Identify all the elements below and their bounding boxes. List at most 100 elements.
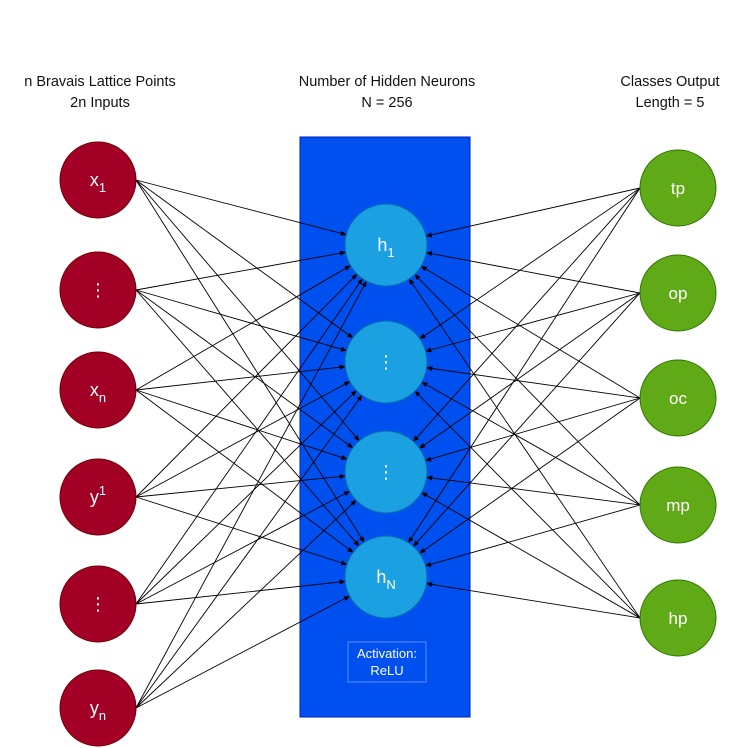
output-node-1-label: tp bbox=[671, 179, 685, 198]
connections bbox=[135, 179, 641, 709]
hidden-node-1-label: h1 bbox=[377, 235, 394, 260]
output-node-3-label: oc bbox=[669, 389, 687, 408]
edge-input-4-hidden-1 bbox=[135, 273, 358, 498]
activation-label: Activation: bbox=[357, 646, 417, 661]
edge-input-5-hidden-3 bbox=[135, 490, 351, 605]
input-node-1-label-base: x bbox=[90, 170, 99, 190]
edge-output-2-hidden-3 bbox=[418, 292, 641, 449]
input-node-1-label: x1 bbox=[90, 170, 106, 195]
input-node-4-label-base: y bbox=[90, 487, 99, 507]
input-node-2 bbox=[59, 251, 137, 329]
input-node-4-label-superscript: 1 bbox=[99, 483, 106, 498]
edge-input-4-hidden-4 bbox=[135, 496, 348, 566]
output-node-4 bbox=[639, 466, 717, 544]
output-node-2 bbox=[639, 254, 717, 332]
hidden-node-2-label: ⋮ bbox=[377, 352, 395, 372]
output-node-5-label: hp bbox=[669, 609, 688, 628]
hidden-node-2 bbox=[344, 320, 428, 404]
edge-input-5-hidden-1 bbox=[135, 278, 363, 605]
hidden-node-1-label-subscript: 1 bbox=[387, 245, 394, 260]
edge-output-3-hidden-4 bbox=[418, 397, 641, 554]
edge-output-2-hidden-1 bbox=[425, 251, 641, 294]
edge-output-3-hidden-2 bbox=[425, 366, 641, 399]
hidden-node-3-label: ⋮ bbox=[377, 462, 395, 482]
input-header-line-1: n Bravais Lattice Points bbox=[24, 74, 176, 90]
edge-input-2-hidden-2 bbox=[135, 289, 348, 352]
activation-box-border bbox=[347, 641, 427, 683]
output-header-line-1: Classes Output bbox=[620, 74, 720, 90]
input-node-6-label-subscript: n bbox=[99, 708, 106, 723]
output-node-4-label: mp bbox=[666, 496, 690, 515]
activation-box: Activation: ReLU bbox=[347, 641, 427, 683]
hidden-node-3-label-base: ⋮ bbox=[377, 462, 395, 482]
input-header-line-2: 2n Inputs bbox=[70, 95, 130, 111]
edge-input-6-hidden-3 bbox=[135, 499, 357, 709]
edge-input-3-hidden-3 bbox=[135, 389, 348, 460]
output-node-5 bbox=[639, 579, 717, 657]
hidden-node-4 bbox=[344, 535, 428, 619]
edge-output-3-hidden-1 bbox=[420, 265, 641, 399]
output-layer-header: Classes Output Length = 5 bbox=[600, 72, 740, 114]
edge-output-3-hidden-3 bbox=[424, 397, 641, 462]
hidden-header-line-1: Number of Hidden Neurons bbox=[298, 74, 476, 90]
hidden-layer-header: Number of Hidden Neurons N = 256 bbox=[262, 72, 512, 114]
edge-output-5-hidden-2 bbox=[414, 390, 641, 619]
edge-input-5-hidden-2 bbox=[135, 390, 357, 605]
input-node-3-label: xn bbox=[90, 380, 106, 405]
input-node-1-label-subscript: 1 bbox=[99, 180, 106, 195]
edge-input-3-hidden-1 bbox=[135, 265, 352, 391]
input-node-3-label-subscript: n bbox=[99, 390, 106, 405]
input-node-4 bbox=[59, 458, 137, 536]
edge-input-1-hidden-3 bbox=[135, 179, 360, 442]
hidden-node-2-label-base: ⋮ bbox=[377, 352, 395, 372]
input-node-2-label: ⋮ bbox=[89, 280, 107, 300]
edge-output-2-hidden-2 bbox=[424, 292, 641, 353]
edge-output-5-hidden-4 bbox=[425, 581, 641, 619]
edge-input-6-hidden-4 bbox=[135, 595, 351, 709]
input-node-6-label-base: y bbox=[90, 698, 99, 718]
edge-output-1-hidden-4 bbox=[408, 187, 641, 544]
edge-input-6-hidden-2 bbox=[135, 394, 363, 709]
edge-input-2-hidden-4 bbox=[135, 289, 360, 547]
input-node-5-label-base: ⋮ bbox=[89, 594, 107, 614]
edge-input-1-hidden-1 bbox=[135, 179, 347, 236]
hidden-node-3 bbox=[344, 430, 428, 514]
hidden-header-line-2: N = 256 bbox=[361, 95, 413, 111]
edge-output-4-hidden-1 bbox=[414, 273, 641, 506]
input-layer-header: n Bravais Lattice Points 2n Inputs bbox=[0, 72, 200, 114]
input-node-2-label-base: ⋮ bbox=[89, 280, 107, 300]
edge-input-3-hidden-4 bbox=[135, 389, 354, 553]
edge-input-1-hidden-2 bbox=[135, 179, 354, 339]
input-node-1 bbox=[59, 141, 137, 219]
hidden-node-1 bbox=[344, 203, 428, 287]
input-node-5 bbox=[59, 565, 137, 643]
input-node-6-label: yn bbox=[90, 698, 106, 723]
edge-input-6-hidden-1 bbox=[135, 280, 367, 709]
edge-output-1-hidden-1 bbox=[425, 187, 641, 238]
edge-output-1-hidden-3 bbox=[412, 187, 641, 442]
edge-input-4-hidden-3 bbox=[135, 474, 346, 498]
edge-input-2-hidden-1 bbox=[135, 250, 347, 291]
input-node-4-label: y1 bbox=[90, 483, 106, 507]
edge-input-1-hidden-4 bbox=[135, 179, 365, 543]
edge-output-5-hidden-3 bbox=[420, 492, 641, 619]
edge-output-4-hidden-3 bbox=[426, 475, 641, 506]
edge-input-5-hidden-4 bbox=[135, 579, 346, 605]
output-node-1 bbox=[639, 149, 717, 227]
hidden-node-4-label: hN bbox=[376, 567, 395, 592]
edge-input-3-hidden-2 bbox=[135, 364, 346, 391]
output-header-line-2: Length = 5 bbox=[635, 95, 705, 111]
input-node-6 bbox=[59, 669, 137, 747]
output-node-3 bbox=[639, 359, 717, 437]
input-node-3 bbox=[59, 351, 137, 429]
edge-output-2-hidden-4 bbox=[412, 292, 641, 547]
activation-function: ReLU bbox=[370, 663, 403, 678]
input-node-3-label-base: x bbox=[90, 380, 99, 400]
edge-output-1-hidden-2 bbox=[419, 187, 641, 340]
edge-output-4-hidden-2 bbox=[421, 381, 641, 506]
input-node-5-label: ⋮ bbox=[89, 594, 107, 614]
edge-output-5-hidden-1 bbox=[408, 278, 641, 619]
edge-output-4-hidden-4 bbox=[424, 504, 641, 567]
